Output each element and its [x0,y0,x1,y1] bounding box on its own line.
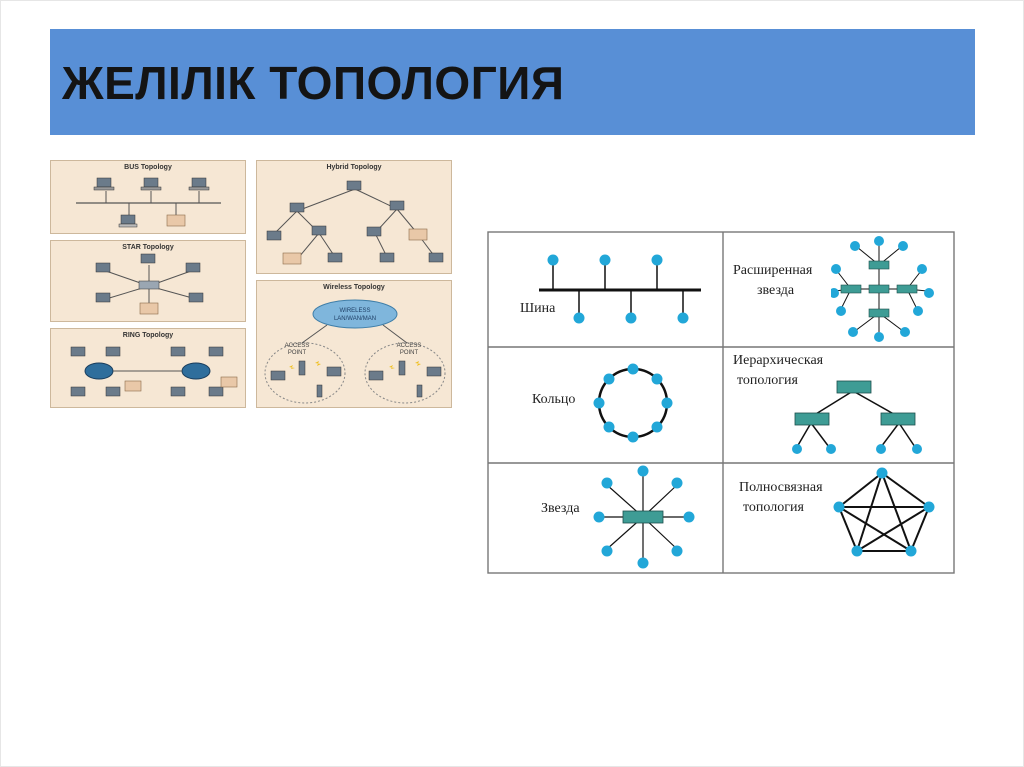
bus-topology-illustration [76,177,221,228]
extended-star-label-2: звезда [757,283,795,298]
full-mesh-label-2: топология [743,500,804,515]
access-point-right-line1: ACCESS [397,343,422,349]
hybrid-topology-illustration [266,180,444,265]
bus-topology-title: BUS Topology [124,164,172,171]
extended-star-diagram [831,236,934,342]
topology-table: Шина Расширенная звезда Кольцо [487,231,955,574]
star-topology-illustration [95,253,204,315]
hierarchical-label-1: Иерархическая [733,353,824,368]
hierarchical-diagram [792,380,922,454]
ring-topology-illustration [70,346,238,397]
star-label: Звезда [541,501,580,516]
hybrid-topology-title: Hybrid Topology [326,164,382,171]
slide-title: ЖЕЛІЛІК ТОПОЛОГИЯ [62,57,565,109]
bus-label: Шина [520,301,556,316]
access-point-right-line2: POINT [400,350,419,356]
hybrid-topology-panel: Hybrid Topology [256,160,452,274]
full-mesh-label-1: Полносвязная [739,480,823,495]
wireless-cloud-line2: LAN/WAN/MAN [334,316,376,322]
star-topology-panel: STAR Topology [50,240,246,322]
ring-topology-panel: RING Topology [50,328,246,408]
hierarchical-label-2: топология [737,373,798,388]
wireless-topology-illustration: WIRELESS LAN/WAN/MAN ACCESS POINT ACCESS… [264,299,446,404]
title-bar: ЖЕЛІЛІК ТОПОЛОГИЯ [50,29,975,135]
ring-topology-title: RING Topology [122,332,174,339]
ring-diagram [593,363,673,443]
star-topology-title: STAR Topology [122,244,174,251]
bus-diagram [539,254,701,324]
full-mesh-diagram [833,467,935,557]
access-point-left-line2: POINT [288,350,307,356]
wireless-cloud-line1: WIRELESS [339,308,370,314]
star-diagram [593,465,695,569]
wireless-topology-title: Wireless Topology [323,284,385,291]
wireless-topology-panel: Wireless Topology WIRELESS LAN/WAN/MAN A… [256,280,452,408]
bus-topology-panel: BUS Topology [50,160,246,234]
access-point-left-line1: ACCESS [285,343,310,349]
ring-label: Кольцо [532,392,576,407]
extended-star-label-1: Расширенная [733,263,813,278]
topology-table-grid [487,231,955,574]
